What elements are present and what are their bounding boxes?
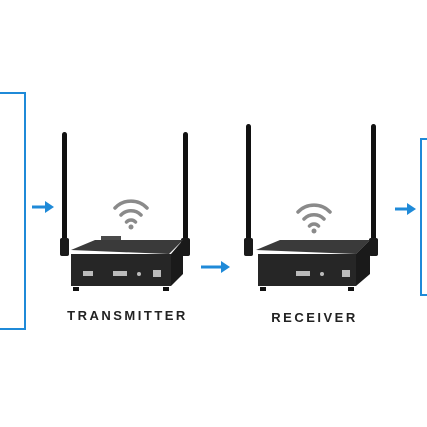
display-bracket xyxy=(420,138,427,296)
transmitter-antenna-left xyxy=(60,132,69,256)
transmitter-antenna-right xyxy=(181,132,190,256)
arrow-transmitter-to-receiver xyxy=(201,261,230,273)
receiver-body xyxy=(256,240,370,291)
wifi-icon xyxy=(113,199,149,230)
receiver-device xyxy=(244,124,378,291)
receiver-label: RECEIVER xyxy=(271,310,358,325)
source-bracket xyxy=(0,92,26,330)
arrow-source-to-transmitter xyxy=(32,201,54,213)
arrow-receiver-to-display xyxy=(395,203,416,215)
transmitter-label: TRANSMITTER xyxy=(67,308,188,323)
receiver-antenna-right xyxy=(369,124,378,256)
transmitter-device xyxy=(60,132,190,291)
receiver-antenna-left xyxy=(244,124,253,256)
transmitter-body xyxy=(71,236,183,291)
wifi-icon xyxy=(296,203,332,234)
